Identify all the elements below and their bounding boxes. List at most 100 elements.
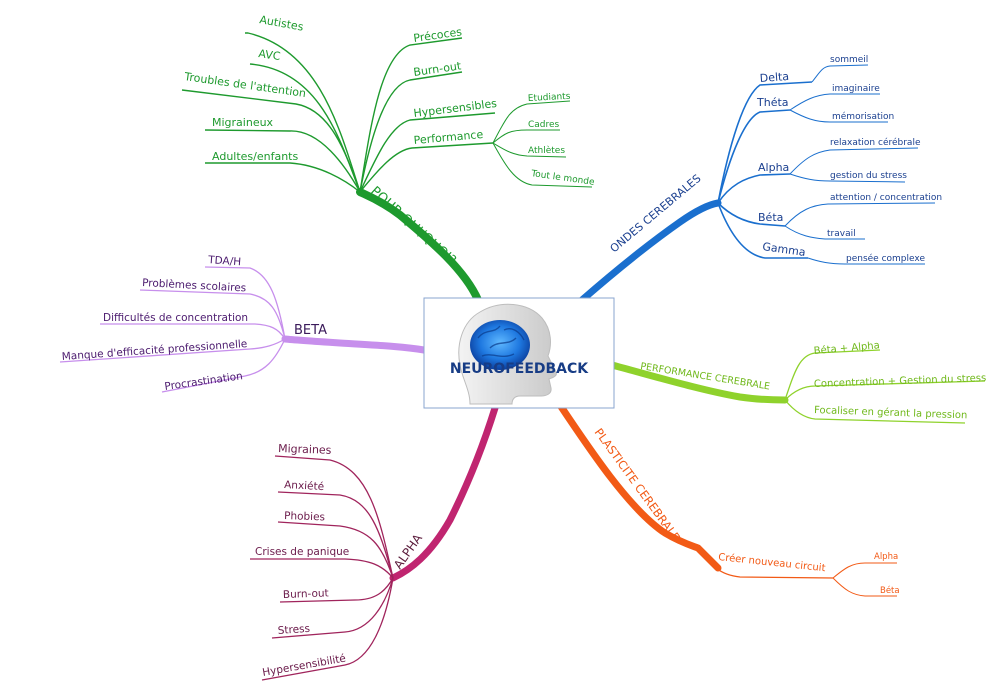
link-focaliser	[784, 399, 966, 424]
link-alpha	[717, 173, 791, 204]
item-migraineux: Migraineux	[212, 116, 274, 129]
link-beta-p	[832, 577, 897, 597]
wave-delta: Delta	[759, 70, 789, 85]
item-tdah: TDA/H	[207, 254, 242, 268]
item-travail: travail	[827, 229, 856, 239]
branch-pour-qui	[181, 32, 593, 304]
item-crises: Crises de panique	[255, 546, 349, 558]
link-relaxation	[789, 147, 919, 175]
link-phobies	[277, 521, 394, 579]
main-link-beta	[281, 335, 428, 354]
link-performance	[359, 142, 494, 193]
item-focaliser: Focaliser en gérant la pression	[814, 404, 968, 421]
branch-beta	[59, 266, 428, 393]
item-anxiete: Anxiété	[284, 479, 325, 493]
main-link-ondes	[578, 199, 722, 304]
link-stress	[271, 577, 394, 639]
item-stress: Stress	[277, 623, 310, 637]
link-burnout-a	[279, 577, 394, 603]
main-link-plasticite	[554, 398, 722, 572]
link-sommeil	[811, 64, 869, 83]
item-avc: AVC	[258, 47, 282, 63]
main-link-alpha	[389, 404, 499, 582]
link-creer	[699, 548, 834, 579]
link-concentration	[784, 380, 986, 401]
item-precoces: Précoces	[413, 25, 463, 45]
item-athletes: Athlètes	[528, 145, 565, 156]
center-title: NEUROFEEDBACK	[450, 361, 589, 377]
item-memorisation: mémorisation	[832, 111, 894, 122]
item-cadres: Cadres	[528, 120, 560, 130]
wave-theta: Théta	[756, 96, 789, 109]
item-beta-alpha: Béta + Alpha	[813, 339, 880, 357]
link-procrastination	[161, 338, 286, 393]
branch-ondes	[578, 64, 936, 304]
wave-beta: Béta	[758, 211, 783, 224]
link-pensee	[807, 257, 925, 265]
link-adultes	[205, 162, 361, 193]
link-autistes	[245, 32, 361, 193]
labels-ondes: ONDES CEREBRALES Delta Théta Alpha Béta …	[608, 55, 943, 264]
link-beta	[717, 202, 786, 227]
item-autistes: Autistes	[258, 13, 304, 34]
labels-alpha: ALPHA Migraines Anxiété Phobies Crises d…	[255, 442, 425, 679]
item-phobies: Phobies	[284, 510, 325, 523]
labels-pour-qui: POUR QUI/QUOI? Autistes AVC Troubles de …	[183, 13, 596, 268]
link-tdah	[204, 266, 286, 340]
item-imaginaire: imaginaire	[832, 84, 880, 94]
item-manque: Manque d'efficacité professionnelle	[61, 338, 247, 363]
center-node: NEUROFEEDBACK	[423, 297, 615, 409]
wave-gamma: Gamma	[762, 240, 807, 259]
item-burnout-a: Burn-out	[283, 587, 329, 601]
link-troubles	[181, 89, 361, 193]
link-hypersensibles	[359, 112, 496, 193]
item-alpha-p: Alpha	[874, 552, 898, 562]
item-creer: Créer nouveau circuit	[718, 551, 826, 574]
link-tout-le-monde	[492, 142, 593, 188]
item-migraines: Migraines	[278, 442, 332, 457]
item-sommeil: sommeil	[830, 55, 868, 65]
item-attention: attention / concentration	[830, 193, 942, 203]
link-migraines	[274, 455, 394, 579]
branch-label-beta: BETA	[294, 323, 327, 338]
branch-label-plasticite: PLASTICITE CEREBRALE	[592, 426, 683, 544]
main-link-performance	[608, 361, 789, 404]
main-link-pour-qui	[356, 188, 482, 304]
item-etudiants: Etudiants	[528, 92, 571, 104]
link-crises	[250, 558, 394, 579]
link-delta	[717, 81, 813, 204]
item-adultes: Adultes/enfants	[212, 150, 298, 163]
link-attention	[784, 202, 936, 227]
item-relaxation: relaxation cérébrale	[830, 137, 921, 148]
link-alpha-p	[832, 562, 897, 579]
link-hypersensibilite	[261, 577, 394, 681]
link-anxiete	[277, 491, 394, 579]
item-performance: Performance	[413, 128, 484, 147]
wave-alpha: Alpha	[758, 161, 789, 174]
link-athletes	[492, 142, 567, 158]
link-memorisation	[789, 109, 888, 123]
labels-performance: PERFORMANCE CEREBRALE Béta + Alpha Conce…	[640, 339, 987, 421]
link-cadres	[492, 129, 560, 144]
link-precoces	[359, 37, 463, 193]
branch-plasticite	[554, 398, 897, 597]
link-imaginaire	[789, 93, 880, 111]
item-procrastination: Procrastination	[164, 370, 244, 393]
item-problemes: Problèmes scolaires	[142, 277, 247, 294]
brain-folds	[477, 325, 525, 357]
link-beta-alpha	[784, 349, 881, 401]
item-troubles: Troubles de l'attention	[183, 70, 307, 100]
branch-performance	[608, 349, 986, 424]
branch-alpha	[250, 404, 499, 681]
link-theta	[717, 109, 791, 204]
branch-label-pour-qui: POUR QUI/QUOI?	[367, 184, 458, 268]
link-burnout	[359, 71, 463, 193]
link-etudiants	[492, 100, 571, 144]
item-pensee: pensée complexe	[846, 253, 925, 264]
link-problemes	[139, 289, 286, 340]
item-beta-p: Béta	[880, 585, 900, 596]
link-migraineux	[204, 129, 361, 193]
link-gestion-stress	[789, 173, 906, 183]
item-difficultes: Difficultés de concentration	[103, 312, 248, 324]
